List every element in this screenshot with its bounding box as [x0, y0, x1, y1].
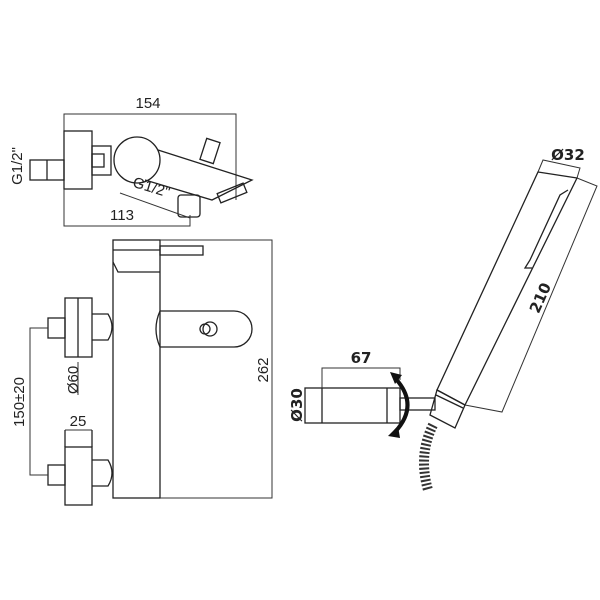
mixer-body-front [112, 239, 161, 499]
handset-spray-face [523, 189, 569, 269]
wall-holder [304, 387, 401, 424]
hose [419, 422, 438, 492]
hand-shower: 210 Ø32 67 Ø30 [288, 146, 598, 492]
dimension-210-label: 210 [526, 280, 555, 316]
top-view: 154 G1/2" G1/2" 113 [9, 95, 254, 227]
outlet-thread-label: G1/2" [131, 174, 172, 201]
inlet-thread-label: G1/2" [9, 147, 26, 185]
connector [91, 145, 112, 176]
dimension-262-line [160, 239, 273, 499]
upper-connector [92, 313, 113, 341]
lower-flange [64, 446, 93, 506]
dimension-67-label: 67 [351, 349, 372, 367]
rotation-arrow-icon [393, 376, 410, 434]
dimension-67-line [321, 367, 401, 388]
cap-line [112, 261, 160, 273]
holder-arm [399, 397, 436, 411]
wall-flange [63, 130, 93, 190]
outlet [177, 194, 201, 218]
upper-stub [47, 317, 66, 339]
dimension-150-line [29, 327, 48, 476]
spout-front [155, 310, 253, 348]
lower-stub [47, 464, 66, 486]
dimension-154-line [63, 113, 237, 200]
dimension-113-label: 113 [110, 207, 134, 224]
handset-body [436, 171, 578, 406]
dimension-210-line [464, 177, 598, 413]
spout [144, 149, 254, 201]
dimension-113-line [63, 189, 191, 227]
flange-diameter-label: Ø60 [65, 366, 82, 394]
diameter-32-label: Ø32 [551, 146, 585, 164]
lower-connector [92, 459, 113, 487]
dimension-25-label: 25 [70, 413, 87, 430]
mixer-body [113, 136, 161, 184]
lever-front [159, 245, 204, 256]
front-view: 262 Ø60 25 150±20 [11, 239, 273, 506]
dimension-262-label: 262 [255, 357, 272, 382]
handset-collar [429, 389, 466, 429]
diameter-30-label: Ø30 [288, 388, 306, 422]
dimension-154-label: 154 [135, 95, 160, 112]
lever [199, 137, 221, 165]
diverter [216, 182, 248, 204]
dimension-150-label: 150±20 [11, 377, 28, 427]
diverter-knob [202, 321, 218, 337]
